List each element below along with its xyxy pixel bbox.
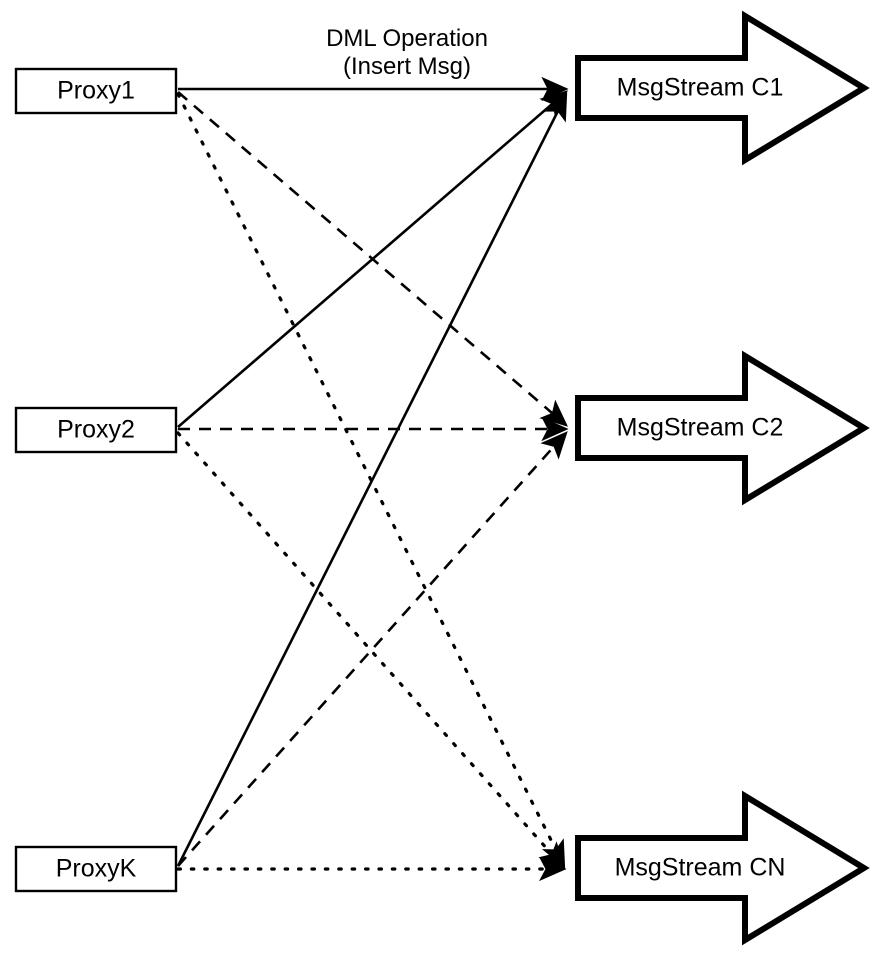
node-msgstream-c1[interactable]: MsgStream C1 — [575, 10, 870, 166]
edge-proxy2-to-cn — [176, 431, 566, 870]
node-msgstream-c1-label: MsgStream C1 — [617, 74, 784, 102]
edge-proxyk-to-c2 — [177, 431, 568, 867]
edge-label-line2: (Insert Msg) — [343, 53, 471, 80]
node-msgstream-c2-label: MsgStream C2 — [617, 414, 784, 442]
node-proxyk-box[interactable] — [14, 845, 178, 893]
node-proxy1-label: Proxy1 — [57, 77, 135, 105]
node-msgstream-c2[interactable]: MsgStream C2 — [575, 350, 870, 506]
node-msgstream-cn-arrow-shape[interactable] — [575, 790, 870, 946]
node-msgstream-c1-arrow-shape[interactable] — [575, 10, 870, 166]
node-proxy2[interactable]: Proxy2 — [14, 406, 178, 454]
edge-label-dml-operation: DML Operation (Insert Msg) — [326, 25, 488, 80]
edge-label-line1: DML Operation — [326, 25, 488, 52]
edge-proxy2-to-c1 — [177, 90, 568, 428]
edge-group-proxy2 — [176, 90, 569, 870]
node-proxyk-label: ProxyK — [56, 855, 137, 883]
node-proxy2-box[interactable] — [14, 406, 178, 454]
node-proxy1-box[interactable] — [14, 67, 178, 115]
node-msgstream-c2-arrow-shape[interactable] — [575, 350, 870, 506]
edge-proxyk-to-c1 — [176, 92, 568, 867]
node-proxy2-label: Proxy2 — [57, 416, 135, 444]
node-msgstream-cn-label: MsgStream CN — [615, 854, 786, 882]
edge-group-proxyk — [176, 92, 568, 882]
node-proxyk[interactable]: ProxyK — [14, 845, 178, 893]
node-proxy1[interactable]: Proxy1 — [14, 67, 178, 115]
node-msgstream-cn[interactable]: MsgStream CN — [575, 790, 870, 946]
